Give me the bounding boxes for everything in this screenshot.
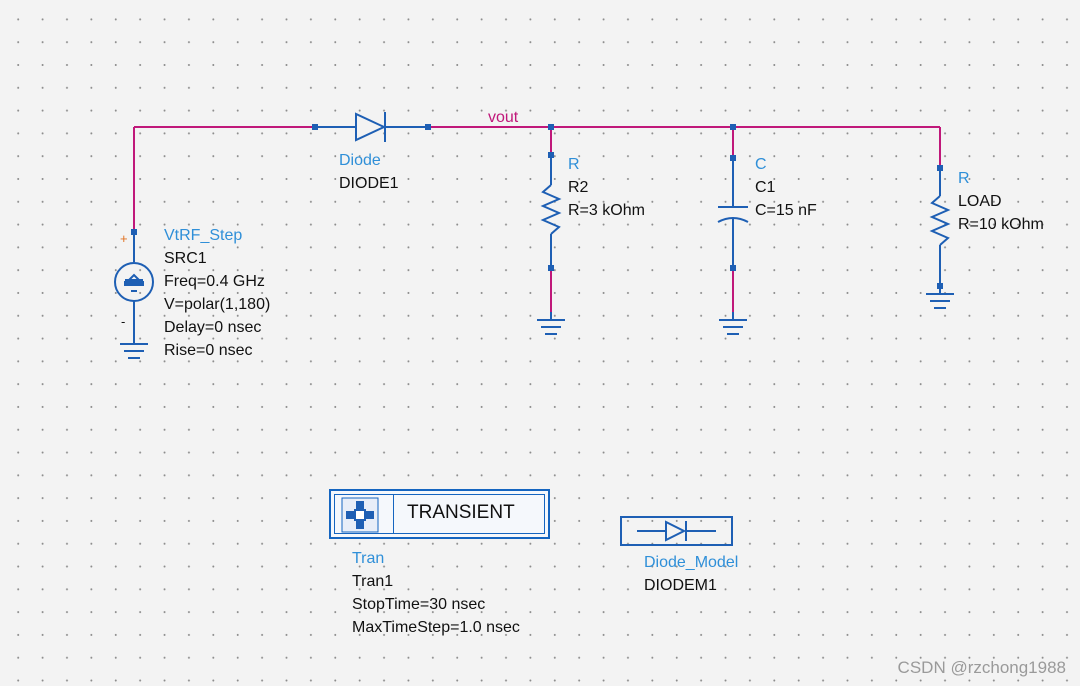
diode-model-name-label: DIODEM1 bbox=[644, 577, 717, 594]
c1-ground bbox=[719, 312, 747, 335]
r2-type-label: R bbox=[568, 156, 580, 173]
junction-c1 bbox=[730, 124, 736, 130]
tran-param-maxtimestep: MaxTimeStep=1.0 nsec bbox=[352, 619, 520, 636]
source-param-freq: Freq=0.4 GHz bbox=[164, 273, 265, 290]
transient-labels: Tran Tran1 StopTime=30 nsec MaxTimeStep=… bbox=[352, 547, 520, 639]
net-label-vout[interactable]: vout bbox=[488, 109, 519, 126]
source-type-label: VtRF_Step bbox=[164, 227, 243, 244]
load-ground bbox=[926, 286, 954, 309]
tran-param-stoptime: StopTime=30 nsec bbox=[352, 596, 486, 613]
c1-labels: C C1 C=15 nF bbox=[755, 153, 817, 222]
load-type-label: R bbox=[958, 170, 970, 187]
diode-model-labels: Diode_Model DIODEM1 bbox=[644, 551, 738, 597]
source-plus-sign: + bbox=[120, 231, 128, 246]
load-param-label: R=10 kOhm bbox=[958, 216, 1044, 233]
source-name-label: SRC1 bbox=[164, 250, 207, 267]
source-param-delay: Delay=0 nsec bbox=[164, 319, 262, 336]
transient-box-label: TRANSIENT bbox=[407, 502, 515, 523]
r2-ground bbox=[537, 312, 565, 335]
diode-model-symbol[interactable] bbox=[620, 516, 733, 546]
source-param-rise: Rise=0 nsec bbox=[164, 342, 253, 359]
diode-name-label: DIODE1 bbox=[339, 175, 399, 192]
r2-name-label: R2 bbox=[568, 179, 589, 196]
wires bbox=[133, 126, 941, 318]
diode-symbol[interactable] bbox=[312, 112, 431, 142]
source-ground bbox=[120, 335, 148, 359]
resistor-load-symbol[interactable] bbox=[929, 165, 951, 289]
transient-controller-box[interactable]: TRANSIENT bbox=[329, 489, 550, 539]
source-labels: VtRF_Step SRC1 Freq=0.4 GHz V=polar(1,18… bbox=[164, 224, 270, 362]
transient-controller-icon bbox=[341, 497, 379, 533]
r2-labels: R R2 R=3 kOhm bbox=[568, 153, 645, 222]
tran-name-label: Tran1 bbox=[352, 573, 394, 590]
capacitor-c1-symbol[interactable] bbox=[717, 155, 749, 271]
watermark-text: CSDN @rzchong1988 bbox=[897, 658, 1066, 677]
transient-separator bbox=[393, 494, 394, 534]
c1-name-label: C1 bbox=[755, 179, 776, 196]
load-labels: R LOAD R=10 kOhm bbox=[958, 167, 1044, 236]
tran-type-label: Tran bbox=[352, 550, 385, 567]
source-param-v: V=polar(1,180) bbox=[164, 296, 271, 313]
source-minus-sign: - bbox=[121, 314, 126, 329]
diode-type-label: Diode bbox=[339, 152, 381, 169]
c1-param-label: C=15 nF bbox=[755, 202, 817, 219]
junction-r2 bbox=[548, 124, 554, 130]
diode-model-type-label: Diode_Model bbox=[644, 554, 739, 571]
c1-type-label: C bbox=[755, 156, 767, 173]
resistor-r2-symbol[interactable] bbox=[540, 152, 562, 271]
r2-param-label: R=3 kOhm bbox=[568, 202, 645, 219]
transient-inner-frame bbox=[334, 494, 545, 534]
load-name-label: LOAD bbox=[958, 193, 1002, 210]
